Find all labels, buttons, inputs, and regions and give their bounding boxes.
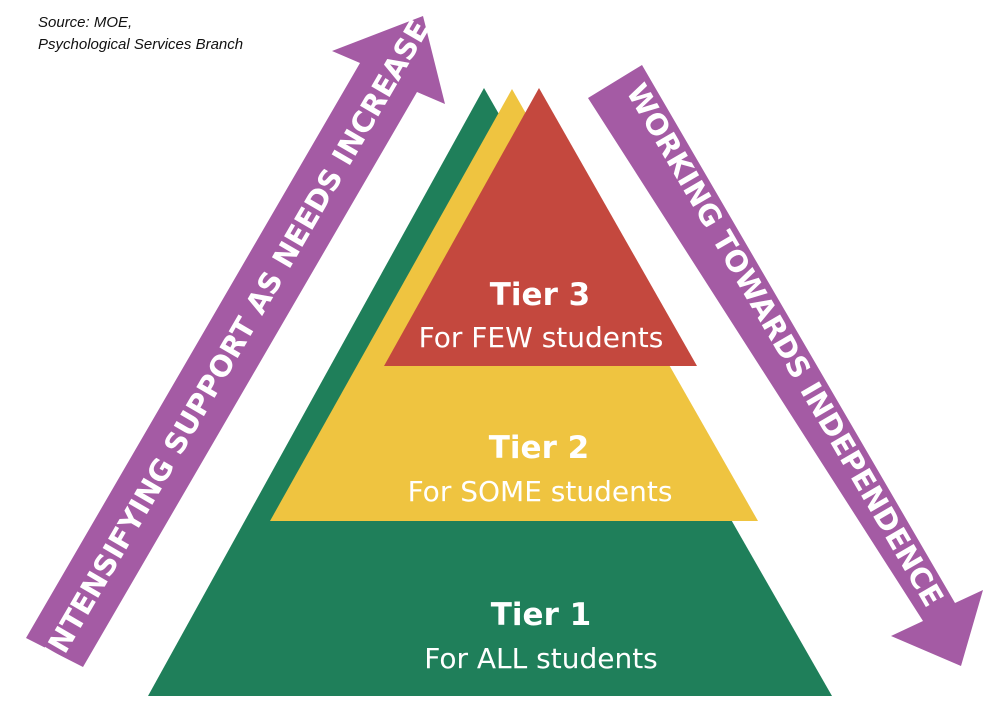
tier-2-label: Tier 2 For SOME students bbox=[408, 430, 673, 508]
source-line-1: Source: MOE, bbox=[38, 14, 133, 31]
tier-3-label: Tier 3 For FEW students bbox=[419, 277, 664, 354]
tier-2-subtitle: For SOME students bbox=[408, 475, 673, 508]
tier-2-title: Tier 2 bbox=[489, 430, 589, 466]
pyramid bbox=[148, 88, 832, 696]
source-line-2: Psychological Services Branch bbox=[38, 36, 244, 53]
down-arrow-shape bbox=[588, 65, 983, 666]
tier-1-label: Tier 1 For ALL students bbox=[424, 597, 658, 675]
source-caption: Source: MOE, Psychological Services Bran… bbox=[38, 12, 243, 56]
tier-1-title: Tier 1 bbox=[491, 597, 591, 633]
up-arrow-shape bbox=[26, 16, 445, 667]
tier-3-title: Tier 3 bbox=[490, 277, 590, 313]
tier-1-subtitle: For ALL students bbox=[424, 642, 658, 675]
tier-3-subtitle: For FEW students bbox=[419, 321, 664, 354]
tier-3-layer bbox=[384, 88, 697, 366]
